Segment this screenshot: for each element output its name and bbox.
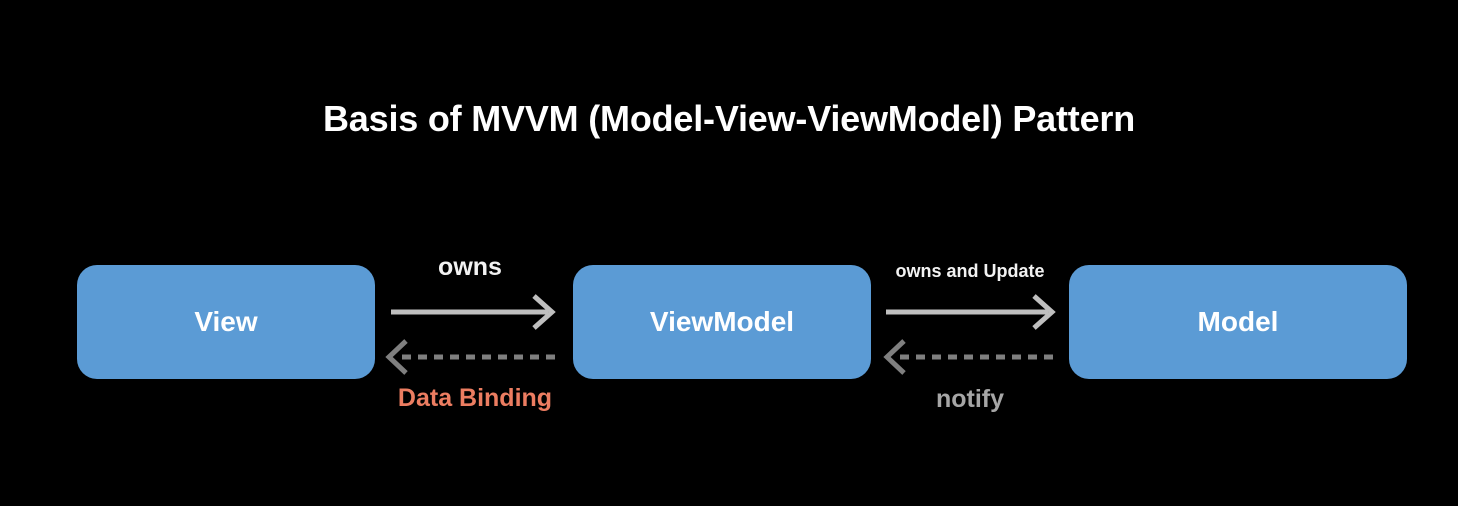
edge-label-owns: owns [438, 253, 502, 281]
node-model[interactable]: Model [1069, 265, 1407, 379]
edge-label-owns-and-update: owns and Update [895, 261, 1045, 281]
page-title: Basis of MVVM (Model-View-ViewModel) Pat… [323, 98, 1135, 139]
edge-label-notify: notify [935, 385, 1005, 413]
edge-arrows-viewmodel-model [883, 294, 1056, 375]
edge-group-viewmodel-model [880, 250, 1060, 430]
node-view-label: View [194, 306, 258, 337]
edge-group-view-viewmodel [380, 250, 560, 430]
edge-arrows-view-viewmodel [385, 294, 558, 375]
arrow-owns-solid-right [391, 294, 556, 330]
node-viewmodel-label: ViewModel [649, 306, 795, 337]
arrow-data-binding-dashed-left [385, 339, 558, 375]
arrow-owns-and-update-solid-right [886, 294, 1056, 330]
node-model-label: Model [1197, 306, 1279, 337]
node-viewmodel[interactable]: ViewModel [573, 265, 871, 379]
arrow-notify-dashed-left [883, 339, 1056, 375]
node-view[interactable]: View [77, 265, 375, 379]
edge-label-data-binding: Data Binding [397, 384, 553, 412]
